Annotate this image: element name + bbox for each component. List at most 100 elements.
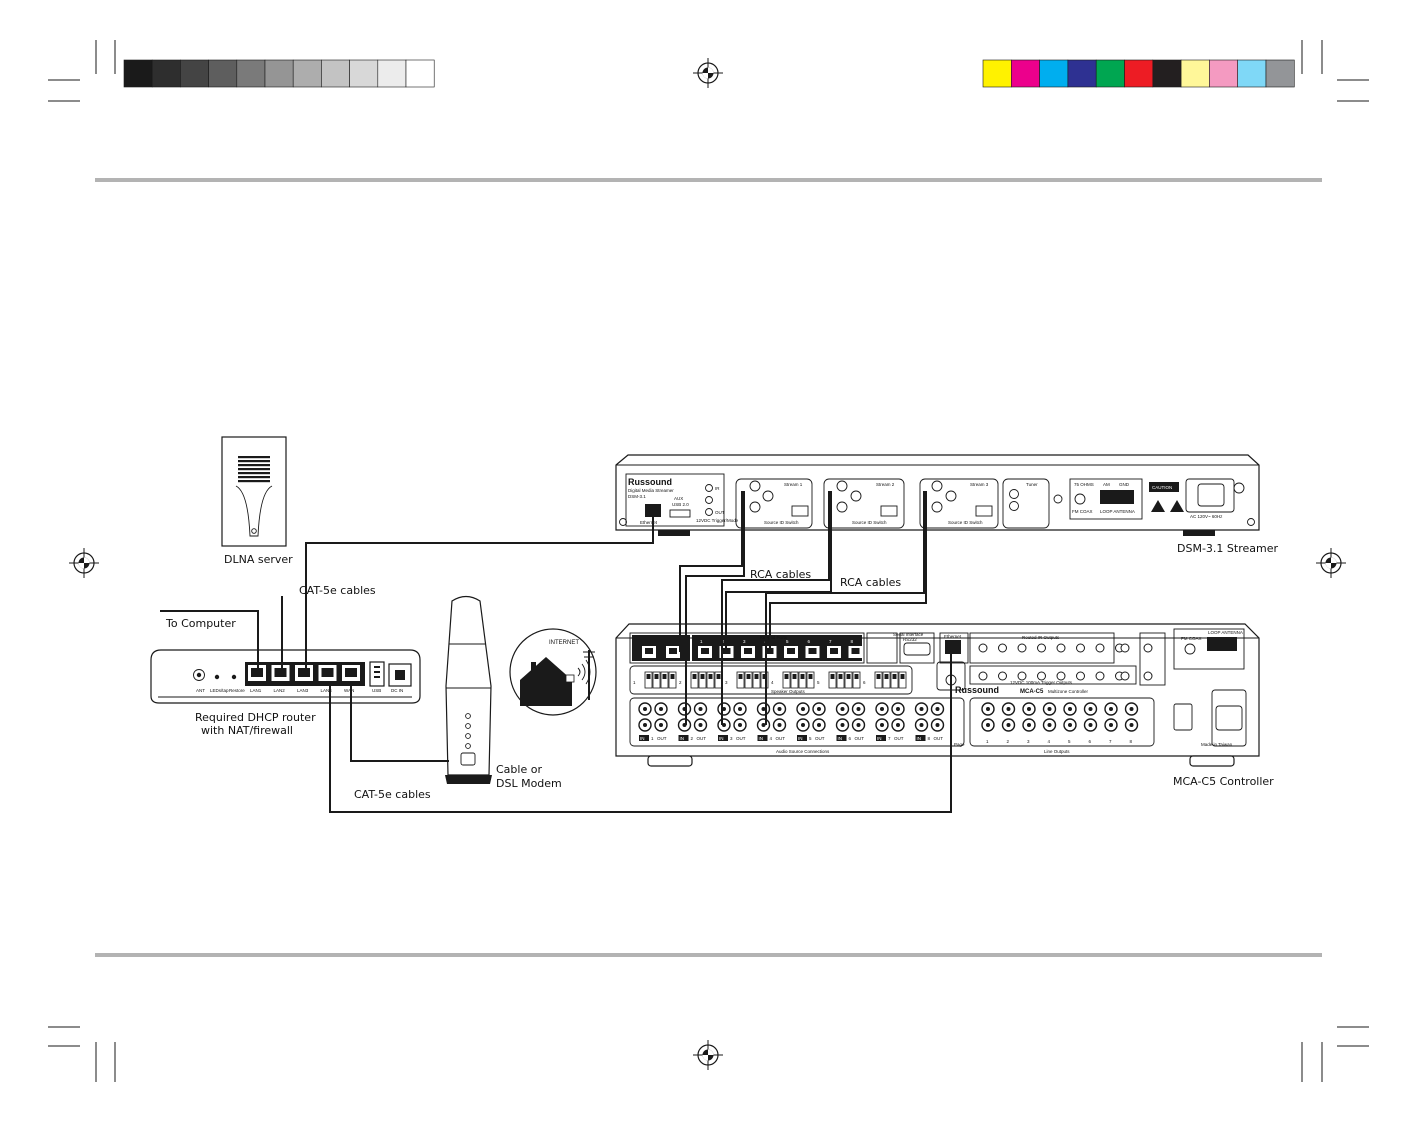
- speaker-terminal: [644, 671, 653, 689]
- mca-page-label: Page: [954, 742, 965, 747]
- source-in-tag: [836, 735, 847, 741]
- rca-jack-center: [817, 723, 821, 727]
- color-swatch: [982, 59, 1012, 88]
- rca-jack-center: [698, 707, 703, 711]
- modem-label-line1: Cable or: [496, 763, 542, 776]
- cable-router-lan3-to-dsm-ethernet: [305, 517, 654, 669]
- speaker-terminal-screw: [884, 674, 889, 679]
- speaker-terminal: [828, 671, 837, 689]
- line-out-jack-center: [1088, 707, 1093, 711]
- dsm-fm-coax: FM COAX: [1072, 509, 1093, 514]
- ir-trigger-jack: [1076, 671, 1085, 681]
- rca-jack-center: [761, 707, 766, 711]
- top-rule: [95, 178, 1322, 182]
- speaker-terminal-screw: [838, 674, 843, 679]
- router-usb-label: USB: [372, 688, 381, 693]
- keypad-port-socket: [645, 648, 653, 654]
- crop-marks: [48, 40, 1369, 1082]
- source-in-label: IN: [640, 736, 645, 741]
- color-swatch: [1095, 59, 1125, 88]
- mca-serial-label: Serial Interface: [893, 632, 924, 637]
- gray-swatch: [180, 59, 209, 88]
- speaker-terminal: [844, 671, 853, 689]
- gray-swatch: [321, 59, 350, 88]
- rca-jack-center: [643, 723, 647, 727]
- modem-label-line2: DSL Modem: [496, 777, 562, 790]
- speaker-terminal: [806, 671, 815, 689]
- keypad-port-socket: [808, 648, 817, 654]
- line-out-zone-number: 7: [1109, 739, 1112, 744]
- source-in-label: IN: [877, 736, 882, 741]
- speaker-terminal-screw: [900, 674, 905, 679]
- grayscale-color-bar: [123, 59, 435, 88]
- line-out-zone-number: 4: [1048, 739, 1051, 744]
- router-reset-label: Restore: [229, 688, 245, 693]
- line-out-zone-number: 3: [1027, 739, 1030, 744]
- speaker-terminal: [882, 671, 891, 689]
- line-out-jack-center: [1129, 707, 1134, 711]
- cable-dsl-modem: [445, 595, 492, 784]
- internet-house-icon: [509, 628, 597, 716]
- keypad-port-socket: [787, 648, 795, 654]
- ir-trigger-jack: [1076, 643, 1085, 653]
- color-swatch: [1180, 59, 1210, 88]
- color-swatch: [1067, 59, 1097, 88]
- keypad-port-number: 7: [829, 639, 832, 644]
- dsm-power-label: AC 120V~ 60Hz: [1190, 514, 1223, 519]
- rca-label-2: RCA cables: [840, 576, 901, 589]
- speaker-terminal-screw: [716, 674, 721, 679]
- dsm-ohms-label: 75 OHMS: [1074, 482, 1094, 487]
- source-in-tag: [915, 735, 926, 741]
- line-out-jack-center: [1129, 723, 1134, 727]
- dsm-source-id-3: Source ID Switch: [948, 520, 983, 525]
- source-in-label: IN: [838, 736, 843, 741]
- speaker-terminal: [660, 671, 669, 689]
- mca-c5-controller: [615, 623, 1260, 767]
- rca-jack-center: [840, 707, 845, 711]
- speaker-terminal-screw: [784, 674, 789, 679]
- keypad-port-number: 6: [808, 639, 811, 644]
- line-out-jack-center: [1088, 723, 1093, 727]
- ir-trigger-jack: [1143, 671, 1153, 681]
- ir-trigger-jack: [1037, 671, 1046, 681]
- source-zone-number: 6: [849, 736, 852, 741]
- router-ant-label: ANT: [196, 688, 205, 693]
- speaker-terminal-screw: [800, 674, 805, 679]
- line-out-jack-center: [1047, 723, 1052, 727]
- source-zone-number: 5: [809, 736, 812, 741]
- line-out-jack-center: [1068, 707, 1072, 711]
- cable-router-wan-to-modem: [350, 683, 449, 762]
- rca-jack-center: [777, 723, 782, 727]
- speaker-terminal: [698, 671, 707, 689]
- dsm-loop-antenna: LOOP ANTENNA: [1100, 509, 1135, 514]
- source-in-tag: [876, 735, 886, 741]
- dsm-caption: DSM-3.1 Streamer: [1177, 542, 1278, 555]
- speaker-terminal-screw: [738, 674, 743, 679]
- registration-mark-icon: [69, 548, 99, 578]
- dsm-brand: Russound: [628, 477, 672, 487]
- rca-jack-center: [738, 707, 742, 711]
- mca-brand: Russound: [955, 685, 999, 695]
- router-status-label: LEDs/tap: [210, 688, 229, 693]
- line-out-jack-center: [986, 707, 990, 711]
- router-port-label: WAN: [344, 688, 354, 693]
- line-out-jack-center: [1109, 707, 1113, 711]
- gray-swatch: [377, 59, 407, 88]
- ir-trigger-jack: [1143, 643, 1153, 653]
- ir-trigger-jack: [1095, 671, 1105, 681]
- mca-trigger-title: 12VDC 100mA Trigger Outputs: [1010, 680, 1073, 685]
- ir-trigger-jack: [1120, 671, 1130, 681]
- line-out-jack-center: [1027, 723, 1031, 727]
- line-out-jack-center: [1027, 707, 1031, 711]
- ir-trigger-jack: [978, 671, 988, 681]
- color-swatch: [1152, 59, 1182, 88]
- source-out-label: OUT: [657, 736, 667, 741]
- rca-jack-center: [919, 707, 924, 711]
- rca-jack-center: [856, 707, 861, 711]
- speaker-terminal-screw: [646, 674, 651, 679]
- dsm-usb-label: USB 2.0: [672, 502, 689, 507]
- speaker-terminal: [798, 671, 807, 689]
- dsm-trigger-label: 12VDC Trigger/Mode: [696, 518, 739, 523]
- speaker-terminal-screw: [792, 674, 797, 679]
